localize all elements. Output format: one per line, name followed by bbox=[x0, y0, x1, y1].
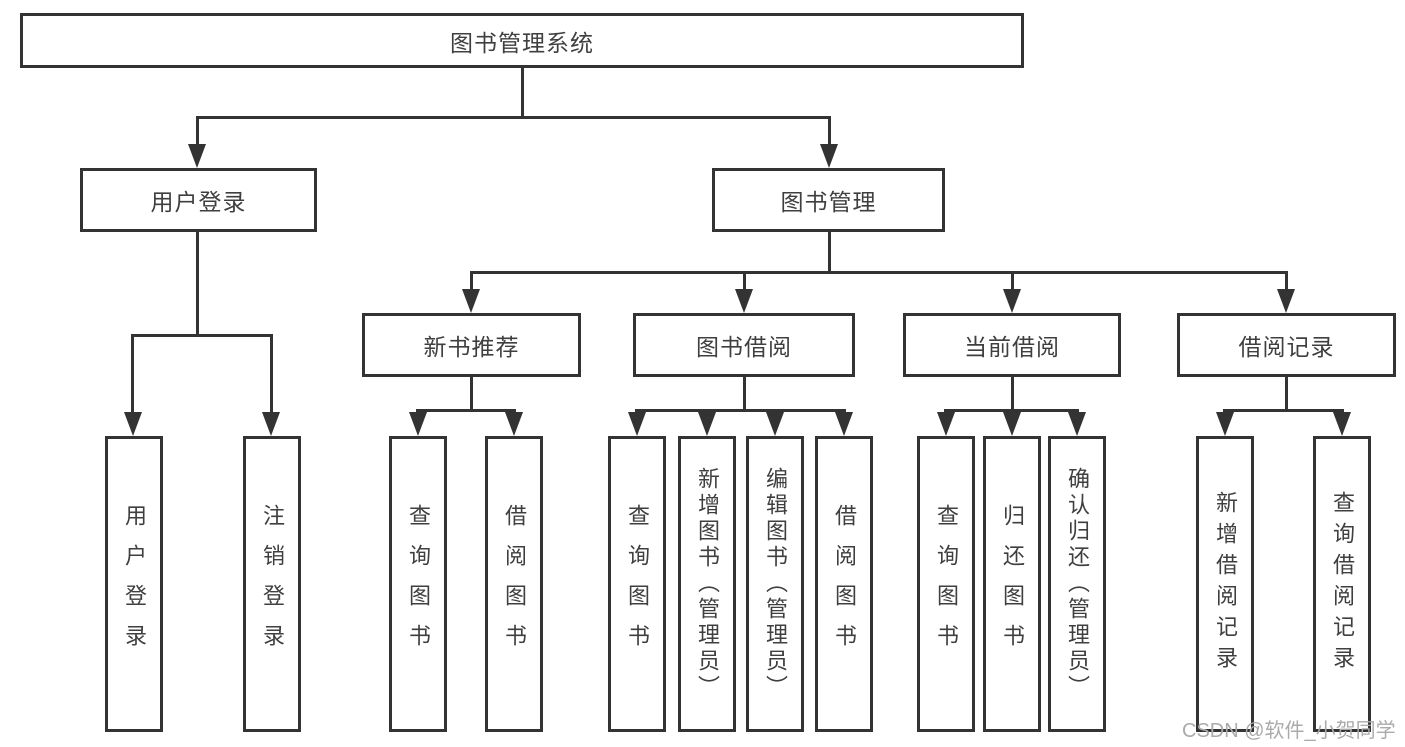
leaf-label: 借阅图书 bbox=[832, 504, 857, 664]
leaf-query-books-recommend: 查询图书 bbox=[389, 436, 447, 732]
leaf-label: 归还图书 bbox=[1000, 504, 1025, 664]
connector-user-login-stem bbox=[196, 231, 199, 337]
arrow-down-icon bbox=[698, 412, 716, 436]
connector-drop-level3 bbox=[743, 271, 746, 291]
leaf-label: 新增借阅记录 bbox=[1213, 491, 1238, 677]
arrow-down-icon bbox=[1003, 412, 1021, 436]
arrow-down-icon bbox=[820, 144, 838, 168]
leaf-label: 编辑图书（管理员） bbox=[763, 467, 788, 701]
arrow-down-icon bbox=[628, 412, 646, 436]
connector-root-tee bbox=[196, 116, 831, 119]
arrow-down-icon bbox=[462, 289, 480, 313]
arrow-down-icon bbox=[409, 412, 427, 436]
leaf-add-books-admin: 新增图书（管理员） bbox=[678, 436, 736, 732]
leaf-query-books-current: 查询图书 bbox=[917, 436, 975, 732]
leaf-label: 查询图书 bbox=[625, 504, 650, 664]
leaf-query-books-borrowing: 查询图书 bbox=[608, 436, 666, 732]
leaf-label: 查询图书 bbox=[934, 504, 959, 664]
leaf-edit-books-admin: 编辑图书（管理员） bbox=[746, 436, 804, 732]
leaf-logout-login: 注销登录 bbox=[243, 436, 301, 732]
node-borrowing-records: 借阅记录 bbox=[1177, 313, 1396, 377]
arrow-down-icon bbox=[937, 412, 955, 436]
node-user-login: 用户登录 bbox=[80, 168, 317, 232]
leaf-label: 确认归还（管理员） bbox=[1065, 467, 1090, 701]
connector-tee bbox=[1223, 409, 1344, 412]
leaf-label: 注销登录 bbox=[260, 504, 285, 664]
leaf-add-borrow-record: 新增借阅记录 bbox=[1196, 436, 1254, 732]
leaf-return-books: 归还图书 bbox=[983, 436, 1041, 732]
arrow-down-icon bbox=[188, 144, 206, 168]
leaf-user-login: 用户登录 bbox=[105, 436, 163, 732]
leaf-confirm-return-admin: 确认归还（管理员） bbox=[1048, 436, 1106, 732]
csdn-watermark: CSDN @软件_小贺同学 bbox=[1182, 720, 1396, 742]
connector-book-management-stem bbox=[828, 231, 831, 274]
node-book-management: 图书管理 bbox=[712, 168, 945, 232]
connector-stem bbox=[470, 376, 473, 412]
leaf-borrow-books: 借阅图书 bbox=[815, 436, 873, 732]
leaf-borrow-books-recommend: 借阅图书 bbox=[485, 436, 543, 732]
leaf-query-borrow-record: 查询借阅记录 bbox=[1313, 436, 1371, 732]
arrow-down-icon bbox=[735, 289, 753, 313]
connector-drop-level3 bbox=[1011, 271, 1014, 291]
leaf-label: 新增图书（管理员） bbox=[695, 467, 720, 701]
arrow-down-icon bbox=[505, 412, 523, 436]
connector-drop-level3 bbox=[1285, 271, 1288, 291]
node-book-borrowing: 图书借阅 bbox=[633, 313, 855, 377]
arrow-down-icon bbox=[124, 412, 142, 436]
leaf-label: 查询借阅记录 bbox=[1330, 491, 1355, 677]
arrow-down-icon bbox=[1277, 289, 1295, 313]
connector-tee bbox=[416, 409, 516, 412]
arrow-down-icon bbox=[1068, 412, 1086, 436]
connector-user-login-tee bbox=[131, 334, 273, 337]
leaf-label: 查询图书 bbox=[406, 504, 431, 664]
connector-drop-user-login bbox=[196, 116, 199, 148]
arrow-down-icon bbox=[1003, 289, 1021, 313]
connector-stem bbox=[743, 376, 746, 412]
arrow-down-icon bbox=[1216, 412, 1234, 436]
connector-book-management-tee bbox=[470, 271, 1288, 274]
node-current-borrowing: 当前借阅 bbox=[903, 313, 1121, 377]
connector-drop-leaf bbox=[270, 334, 273, 412]
arrow-down-icon bbox=[766, 412, 784, 436]
connector-root-stem bbox=[521, 66, 524, 119]
connector-stem bbox=[1285, 376, 1288, 412]
connector-drop-book-management bbox=[828, 116, 831, 146]
connector-tee bbox=[635, 409, 846, 412]
leaf-label: 用户登录 bbox=[122, 504, 147, 664]
node-new-book-recommendation: 新书推荐 bbox=[362, 313, 581, 377]
arrow-down-icon bbox=[835, 412, 853, 436]
connector-drop-leaf bbox=[131, 334, 134, 412]
arrow-down-icon bbox=[262, 412, 280, 436]
node-library-management-system: 图书管理系统 bbox=[20, 13, 1024, 68]
connector-stem bbox=[1011, 376, 1014, 412]
connector-tee bbox=[944, 409, 1079, 412]
leaf-label: 借阅图书 bbox=[502, 504, 527, 664]
arrow-down-icon bbox=[1333, 412, 1351, 436]
connector-drop-level3 bbox=[470, 271, 473, 291]
